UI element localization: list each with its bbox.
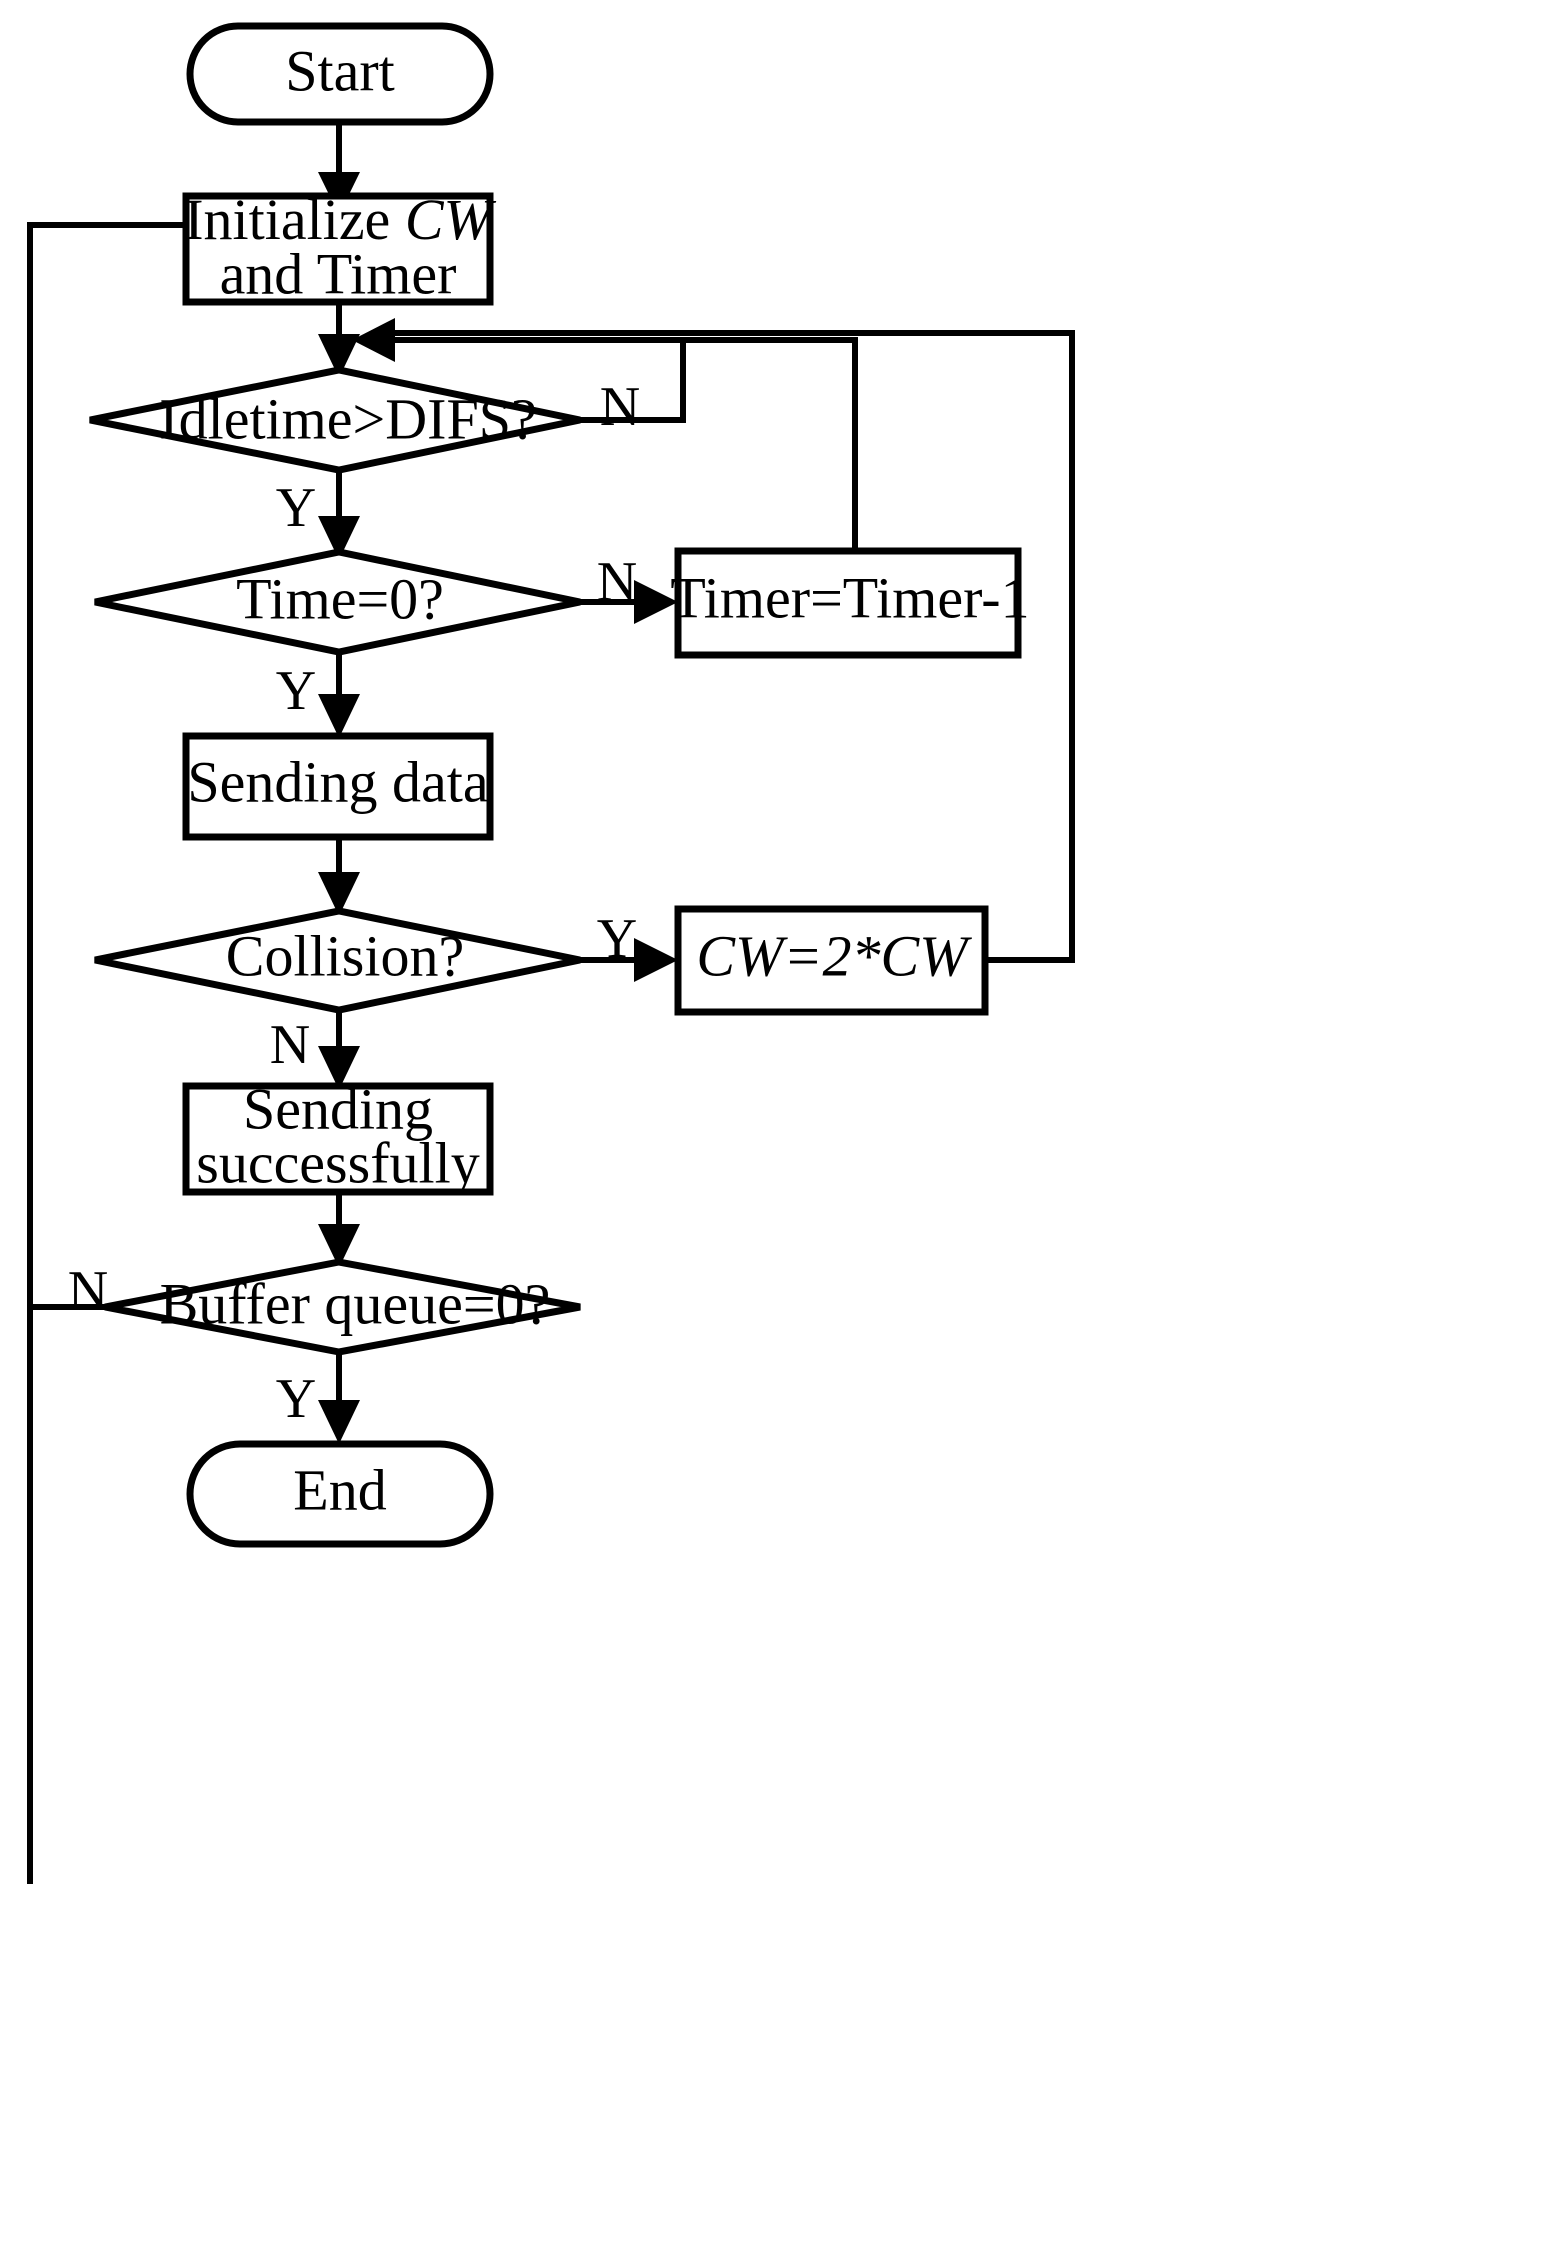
initialize-label-line2: and Timer (220, 241, 457, 306)
node-collision[interactable]: Collision? (94, 907, 581, 1014)
node-sending-data[interactable]: Sending data (182, 732, 494, 841)
start-shape (186, 22, 494, 126)
edge-time-zero-no (580, 580, 678, 624)
branch-label-time-zero-no: N (597, 551, 637, 613)
end-shape (186, 1440, 494, 1548)
cw-double-label: CW=2*CW (696, 923, 972, 988)
edge-sending-data-to-collision (318, 837, 360, 916)
node-time-zero[interactable]: Time=0? (94, 548, 581, 656)
sending-data-shape (182, 732, 494, 841)
edge-time-zero-yes (318, 652, 360, 738)
node-initialize[interactable]: Initialize CW and Timer (182, 187, 496, 306)
edge-initialize-to-idletime (318, 302, 360, 378)
node-timer-dec[interactable]: Timer=Timer-1 (670, 547, 1030, 659)
timer-dec-shape (674, 547, 1022, 659)
sending-ok-label-line1: Sending (243, 1076, 433, 1141)
time-zero-shape (94, 548, 581, 656)
idletime-label: Idletime>DIFS? (159, 386, 536, 451)
edge-collision-no (318, 1012, 360, 1090)
branch-label-collision-yes: Y (597, 908, 637, 970)
edge-idletime-no (580, 340, 686, 423)
idletime-shape (89, 366, 581, 474)
sending-ok-shape (182, 1082, 494, 1196)
initialize-label-italic: CW (405, 187, 497, 252)
edge-buffer-yes (318, 1354, 360, 1444)
branch-label-buffer-yes: Y (276, 1368, 316, 1430)
node-sending-ok[interactable]: Sending successfully (182, 1076, 494, 1196)
edge-idletime-yes (318, 471, 360, 560)
cw-double-shape (674, 905, 989, 1016)
sending-data-label: Sending data (187, 749, 488, 814)
initialize-label-line1: Initialize CW (184, 187, 496, 252)
buffer-queue-shape (104, 1258, 581, 1356)
node-buffer-queue[interactable]: Buffer queue=0? (104, 1258, 581, 1356)
end-label: End (293, 1457, 386, 1522)
branch-label-idletime-yes: Y (276, 477, 316, 539)
branch-label-time-zero-yes: Y (276, 660, 316, 722)
edge-collision-yes (580, 938, 678, 982)
buffer-queue-label: Buffer queue=0? (160, 1271, 551, 1336)
node-cw-double[interactable]: CW=2*CW (674, 905, 989, 1016)
node-end[interactable]: End (186, 1440, 494, 1548)
collision-label: Collision? (226, 923, 464, 988)
node-idletime[interactable]: Idletime>DIFS? (89, 366, 581, 474)
initialize-shape (182, 192, 494, 306)
initialize-label-plain: Initialize (184, 187, 405, 252)
edge-sending-ok-to-buffer (318, 1192, 360, 1268)
branch-label-collision-no: N (270, 1014, 310, 1076)
timer-dec-label: Timer=Timer-1 (670, 565, 1029, 630)
sending-ok-label-line2: successfully (196, 1130, 480, 1195)
edge-right-returns-into-idletime (352, 318, 1075, 963)
collision-shape (94, 907, 581, 1014)
branch-label-buffer-no: N (68, 1260, 108, 1322)
start-label: Start (285, 38, 395, 103)
node-start[interactable]: Start (186, 22, 494, 126)
branch-label-idletime-no: N (600, 376, 640, 438)
time-zero-label: Time=0? (236, 566, 444, 631)
